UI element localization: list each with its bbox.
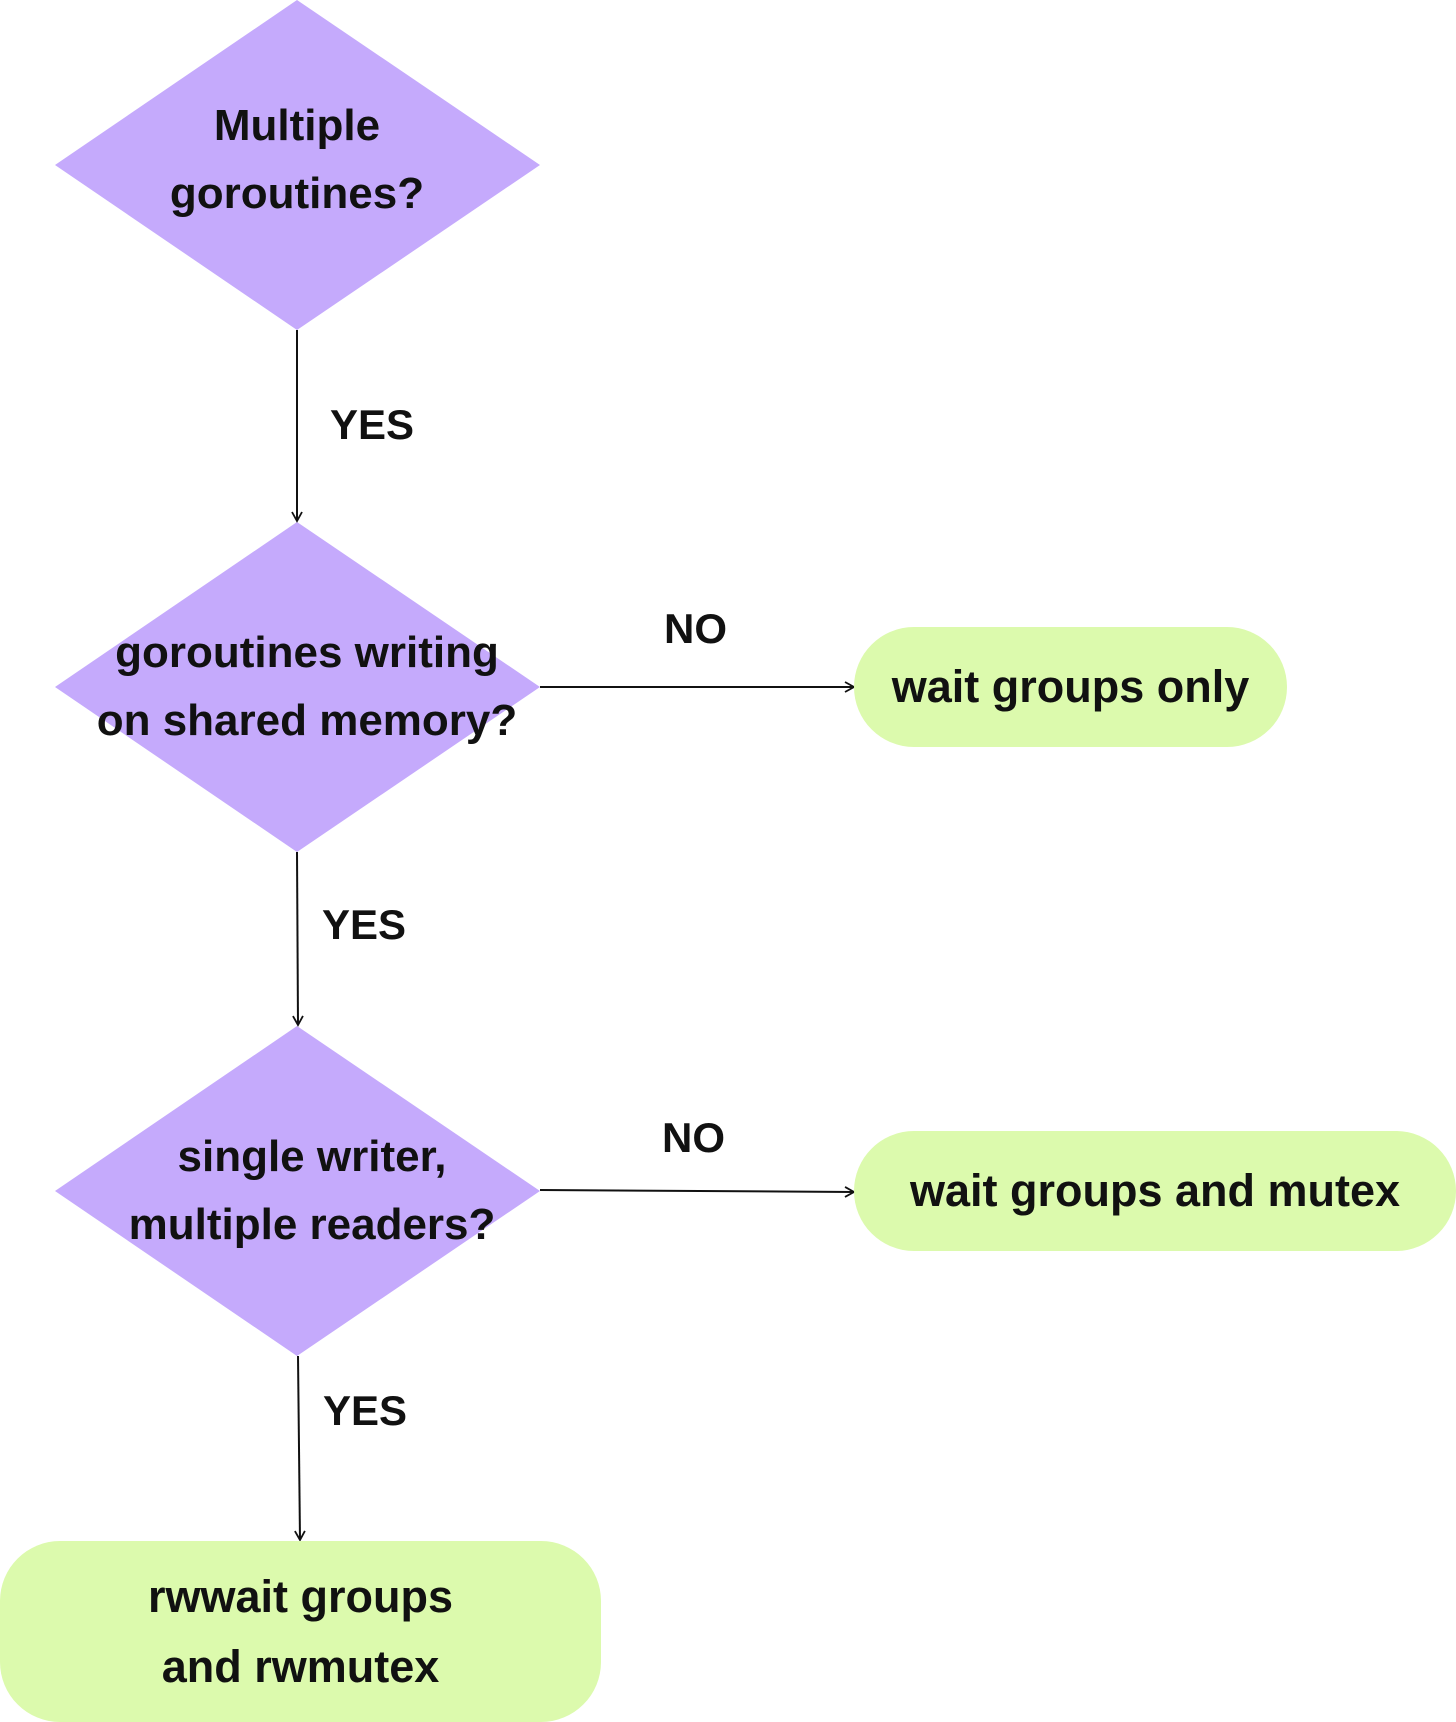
arrow-yes-3: [294, 1355, 306, 1542]
decision-2-text: goroutines writing on shared memory?: [57, 617, 557, 757]
outcome-rwwait-groups-rwmutex: rwwait groups and rwmutex: [0, 1541, 601, 1722]
decision-1-line2: goroutines?: [169, 169, 425, 218]
edge-label-yes-1: YES: [330, 401, 415, 448]
decision-3-line1: single writer,: [177, 1131, 447, 1181]
outcome-rwwait-line1: rwwait groups: [147, 1570, 454, 1622]
outcome-wait-groups-only-text: wait groups only: [891, 661, 1250, 713]
arrow-no-2: [539, 1186, 856, 1198]
outcome-rwwait-text: rwwait groups and rwmutex: [148, 1562, 453, 1702]
decision-1-line1: Multiple: [213, 100, 381, 150]
decision-1-text: Multiple goroutines?: [97, 90, 497, 230]
decision-shared-memory: [55, 522, 540, 852]
decision-3-line2: multiple readers?: [128, 1200, 496, 1249]
edge-label-no-2: NO: [662, 1114, 725, 1161]
edge-label-no-1: NO: [664, 605, 727, 652]
outcome-wait-groups-only: wait groups only: [854, 627, 1287, 747]
decision-2-line1: goroutines writing: [115, 627, 499, 677]
decision-single-writer: [55, 1026, 540, 1356]
decision-2-line2: on shared memory?: [96, 696, 518, 745]
decision-multiple-goroutines: [55, 0, 540, 330]
outcome-rwwait-line2: and rwmutex: [161, 1640, 440, 1692]
edge-label-yes-2: YES: [322, 901, 407, 948]
outcome-wait-groups-and-mutex: wait groups and mutex: [854, 1131, 1456, 1251]
edge-label-yes-3: YES: [323, 1387, 408, 1434]
arrow-yes-2: [292, 851, 304, 1027]
decision-3-text: single writer, multiple readers?: [72, 1121, 552, 1261]
outcome-wait-groups-and-mutex-text: wait groups and mutex: [909, 1165, 1401, 1217]
